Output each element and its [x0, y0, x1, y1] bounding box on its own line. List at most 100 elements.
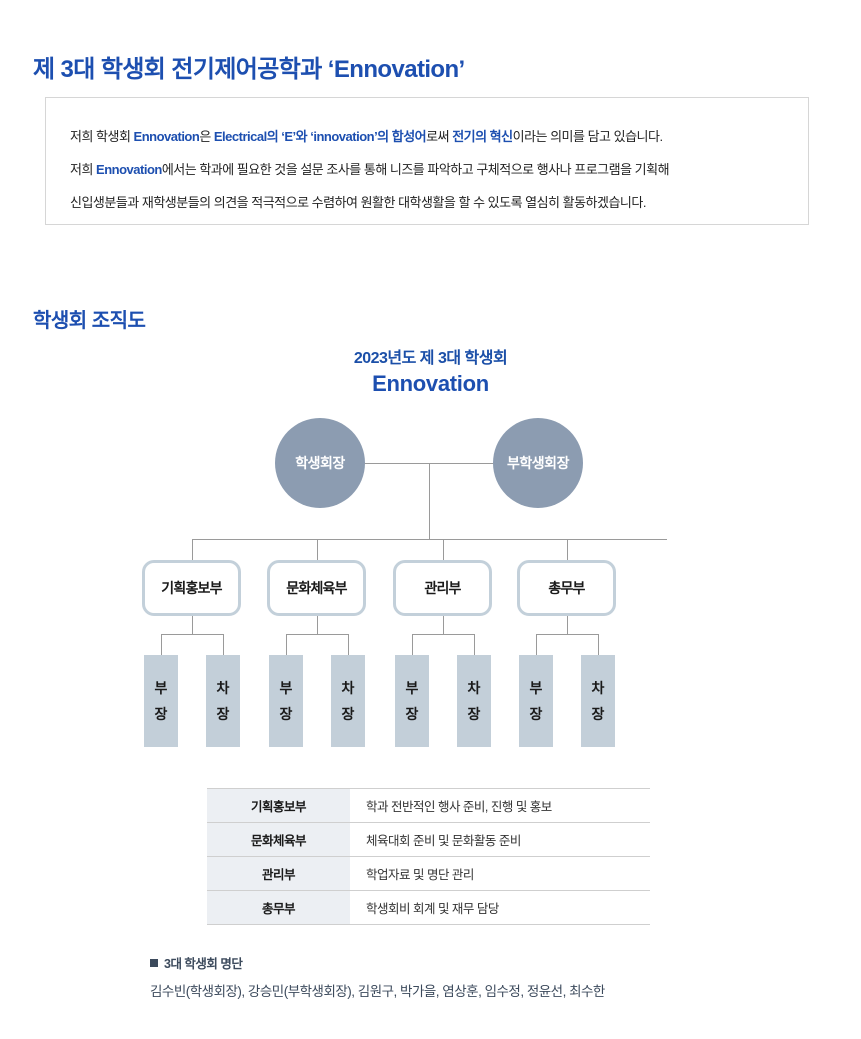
- duty-row-4-duty: 학생회비 회계 및 재무 담당: [350, 890, 650, 925]
- org-node-role-3-chajang: 차 장: [457, 655, 491, 747]
- duty-row-2-dept: 문화체육부: [207, 822, 350, 857]
- duty-row-4-dept: 총무부: [207, 890, 350, 925]
- intro-line-1: 저희 학생회 Ennovation은 Electrical의 ‘E’와 ‘inn…: [70, 120, 784, 153]
- connector-dept-drop-3: [443, 539, 444, 560]
- connector-role-drop-2b: [348, 634, 349, 655]
- org-node-dept-1-label: 기획홍보부: [161, 580, 222, 596]
- org-node-vice-president: 부학생회장: [493, 418, 583, 508]
- org-node-dept-4-label: 총무부: [548, 580, 585, 596]
- role-4-bujang-char1: 부: [529, 680, 543, 696]
- table-row: 문화체육부 체육대회 준비 및 문화활동 준비: [207, 822, 650, 857]
- duty-row-3-duty: 학업자료 및 명단 관리: [350, 856, 650, 891]
- text-run-3: Electrical의 ‘E’와 ‘innovation’의 합성어: [213, 129, 427, 144]
- connector-role-stem-2: [317, 616, 318, 634]
- connector-role-stem-1: [192, 616, 193, 634]
- org-node-president: 학생회장: [275, 418, 365, 508]
- text-run-2: 은: [199, 129, 214, 144]
- role-4-chajang-char1: 차: [591, 680, 605, 696]
- connector-role-stem-3: [443, 616, 444, 634]
- connector-role-drop-3b: [474, 634, 475, 655]
- connector-role-bracket-2: [286, 634, 348, 635]
- intro-line-2: 저희 Ennovation에서는 학과에 필요한 것을 설문 조사를 통해 니즈…: [70, 153, 784, 186]
- role-4-chajang-char2: 장: [591, 706, 605, 722]
- roster-title-label: 3대 학생회 명단: [164, 957, 243, 971]
- connector-top-vertical: [429, 463, 430, 539]
- org-chart-name: Ennovation: [372, 371, 489, 396]
- roster-section: 3대 학생회 명단 김수빈(학생회장), 강승민(부학생회장), 김원구, 박가…: [150, 955, 830, 1002]
- text-run-2: 에서는 학과에 필요한 것을 설문 조사를 통해 니즈를 파악하고 구체적으로 …: [161, 162, 670, 177]
- text-run-5: 전기의 혁신: [452, 129, 513, 144]
- org-node-dept-3: 관리부: [393, 560, 492, 616]
- connector-dept-drop-4: [567, 539, 568, 560]
- org-node-role-4-chajang: 차 장: [581, 655, 615, 747]
- role-2-bujang-char2: 장: [279, 706, 293, 722]
- org-chart-year: 2023년도 제 3대 학생회: [353, 350, 508, 367]
- role-3-bujang-char1: 부: [405, 680, 419, 696]
- role-2-chajang-char2: 장: [341, 706, 355, 722]
- org-node-role-4-bujang: 부 장: [519, 655, 553, 747]
- connector-dept-spine: [192, 539, 667, 540]
- roster-names: 김수빈(학생회장), 강승민(부학생회장), 김원구, 박가을, 염상훈, 임수…: [150, 984, 605, 999]
- role-3-bujang-char2: 장: [405, 706, 419, 722]
- org-node-role-2-chajang: 차 장: [331, 655, 365, 747]
- duty-table-body: 기획홍보부 학과 전반적인 행사 준비, 진행 및 홍보 문화체육부 체육대회 …: [207, 788, 650, 925]
- square-bullet-icon: [150, 959, 158, 967]
- connector-role-drop-1b: [223, 634, 224, 655]
- roster-title: 3대 학생회 명단: [150, 955, 830, 973]
- text-run-1: Ennovation: [133, 129, 200, 144]
- org-node-president-label: 학생회장: [295, 455, 345, 471]
- role-1-bujang-char2: 장: [154, 706, 168, 722]
- intro-line-3: 신입생분들과 재학생분들의 의견을 적극적으로 수렴하여 원활한 대학생활을 할…: [70, 186, 784, 219]
- org-node-role-1-bujang: 부 장: [144, 655, 178, 747]
- connector-role-stem-4: [567, 616, 568, 634]
- org-node-role-2-bujang: 부 장: [269, 655, 303, 747]
- org-chart-header: 2023년도 제 3대 학생회 Ennovation: [0, 348, 861, 398]
- role-2-bujang-char1: 부: [279, 680, 293, 696]
- connector-role-drop-2a: [286, 634, 287, 655]
- role-4-bujang-char2: 장: [529, 706, 543, 722]
- org-node-dept-2: 문화체육부: [267, 560, 366, 616]
- role-3-chajang-char1: 차: [467, 680, 481, 696]
- text-run-0: 신입생분들과 재학생분들의 의견을 적극적으로 수렴하여 원활한 대학생활을 할…: [70, 195, 646, 210]
- connector-role-drop-4a: [536, 634, 537, 655]
- org-node-role-1-chajang: 차 장: [206, 655, 240, 747]
- org-node-vice-president-label: 부학생회장: [507, 455, 569, 471]
- text-run-0: 저희: [70, 162, 97, 177]
- text-run-6: 이라는 의미를 담고 있습니다.: [512, 129, 663, 144]
- org-chart: 2023년도 제 3대 학생회 Ennovation 학생회장 부학생회장 기획…: [0, 340, 861, 770]
- role-1-bujang-char1: 부: [154, 680, 168, 696]
- duty-table: 기획홍보부 학과 전반적인 행사 준비, 진행 및 홍보 문화체육부 체육대회 …: [207, 788, 650, 925]
- org-node-dept-1: 기획홍보부: [142, 560, 241, 616]
- page-title-prefix: 제 3대 학생회: [33, 56, 172, 84]
- role-3-chajang-char2: 장: [467, 706, 481, 722]
- text-run-4: 로써: [426, 129, 453, 144]
- org-node-dept-2-label: 문화체육부: [286, 580, 347, 596]
- table-row: 기획홍보부 학과 전반적인 행사 준비, 진행 및 홍보: [207, 788, 650, 823]
- connector-role-bracket-1: [161, 634, 223, 635]
- text-run-0: 저희 학생회: [70, 129, 134, 144]
- connector-dept-drop-1: [192, 539, 193, 560]
- connector-role-drop-3a: [412, 634, 413, 655]
- connector-role-bracket-4: [536, 634, 598, 635]
- role-1-chajang-char2: 장: [216, 706, 230, 722]
- table-row: 관리부 학업자료 및 명단 관리: [207, 856, 650, 891]
- page-title: 제 3대 학생회 전기제어공학과 ‘Ennovation’: [33, 49, 465, 84]
- intro-box: 저희 학생회 Ennovation은 Electrical의 ‘E’와 ‘inn…: [45, 97, 809, 225]
- duty-row-2-duty: 체육대회 준비 및 문화활동 준비: [350, 822, 650, 857]
- org-node-role-3-bujang: 부 장: [395, 655, 429, 747]
- page-title-strong: 전기제어공학과 ‘Ennovation’: [171, 56, 465, 84]
- connector-role-drop-4b: [598, 634, 599, 655]
- connector-dept-drop-2: [317, 539, 318, 560]
- text-run-1: Ennovation: [96, 162, 162, 177]
- duty-row-1-duty: 학과 전반적인 행사 준비, 진행 및 홍보: [350, 788, 650, 823]
- table-row: 총무부 학생회비 회계 및 재무 담당: [207, 890, 650, 925]
- connector-role-drop-1a: [161, 634, 162, 655]
- duty-row-1-dept: 기획홍보부: [207, 788, 350, 823]
- section-title-org-chart: 학생회 조직도: [33, 309, 146, 332]
- connector-role-bracket-3: [412, 634, 474, 635]
- role-1-chajang-char1: 차: [216, 680, 230, 696]
- role-2-chajang-char1: 차: [341, 680, 355, 696]
- duty-row-3-dept: 관리부: [207, 856, 350, 891]
- org-node-dept-3-label: 관리부: [424, 580, 461, 596]
